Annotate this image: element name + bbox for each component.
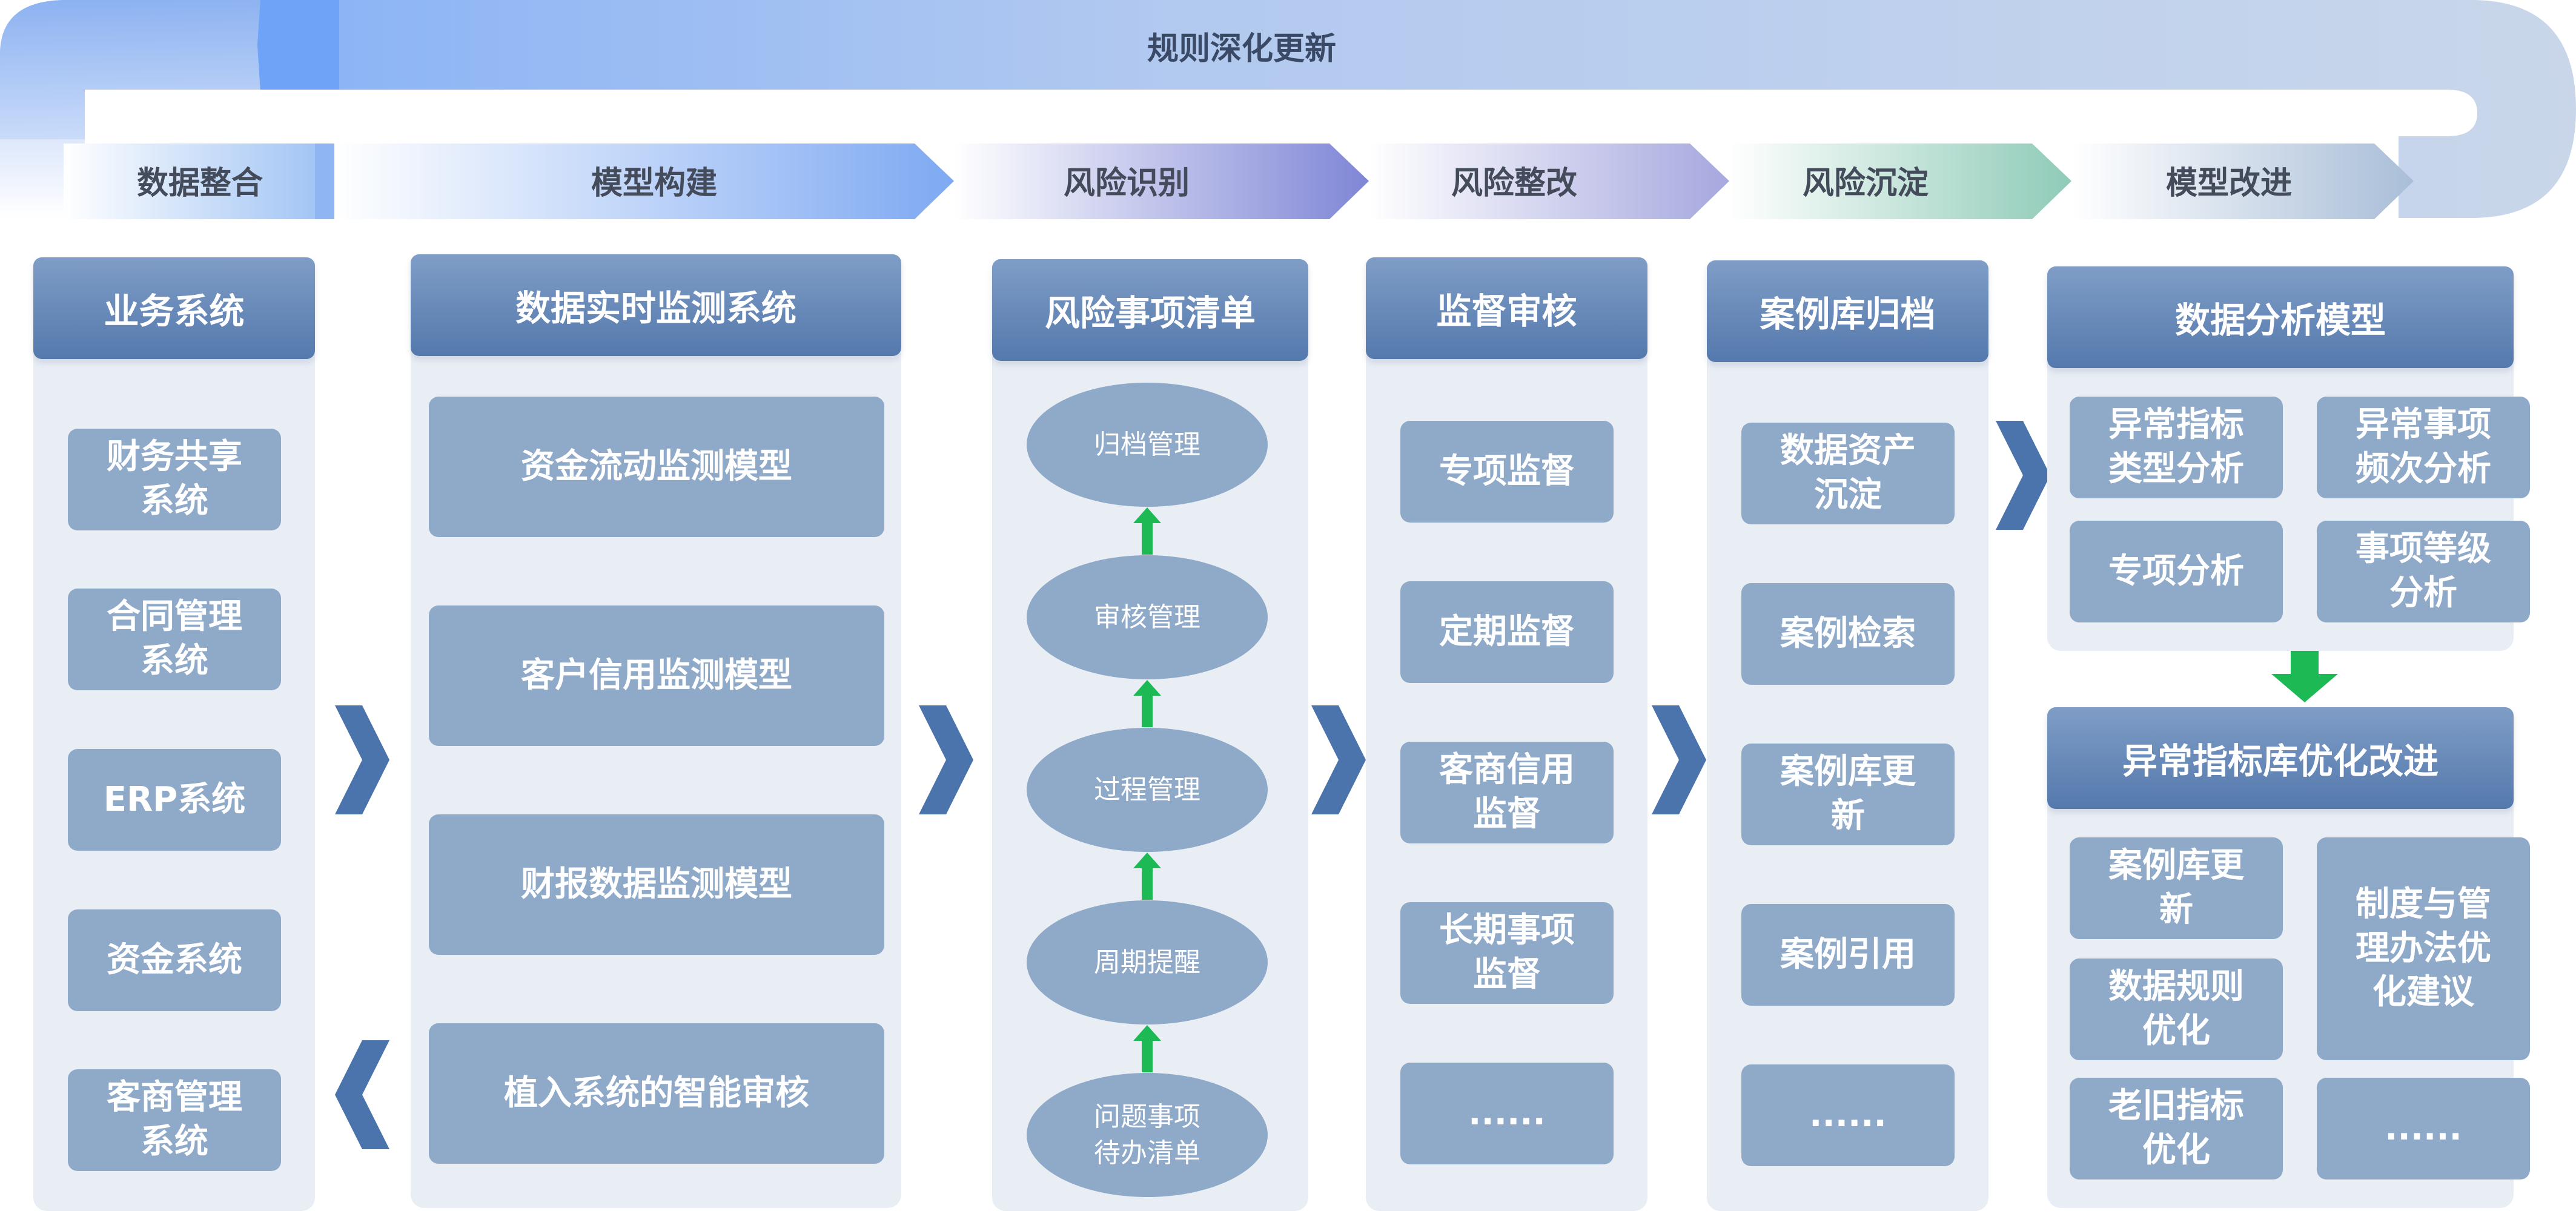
- ellipse-process-management: 过程管理: [1027, 728, 1268, 852]
- card-special-supervision: 专项监督: [1400, 421, 1614, 523]
- column-header-supervision: 监督审核: [1366, 257, 1647, 359]
- card-abnormal-event-frequency: 异常事项 频次分析: [2317, 397, 2530, 498]
- card-erp-system: ERP系统: [68, 749, 281, 851]
- card-data-rule-optimization: 数据规则 优化: [2070, 958, 2283, 1060]
- card-event-level-analysis: 事项等级 分析: [2317, 521, 2530, 622]
- card-abnormal-indicator-type: 异常指标 类型分析: [2070, 397, 2283, 498]
- card-fund-flow-model: 资金流动监测模型: [429, 397, 884, 537]
- column-header-case-archive: 案例库归档: [1707, 260, 1988, 362]
- card-policy-optimization: 制度与管 理办法优 化建议: [2317, 837, 2530, 1060]
- ellipse-pending-issues: 问题事项 待办清单: [1027, 1073, 1268, 1197]
- card-ellipsis: ......: [2317, 1078, 2530, 1179]
- card-case-citation: 案例引用: [1741, 904, 1955, 1006]
- card-customer-credit-model: 客户信用监测模型: [429, 605, 884, 746]
- ellipse-review-management: 审核管理: [1027, 555, 1268, 679]
- chevron-right-icon: [1311, 705, 1366, 814]
- arrow-up-icon: [1133, 853, 1161, 900]
- card-customer-management-system: 客商管理 系统: [68, 1069, 281, 1171]
- chevron-right-icon: [335, 705, 389, 814]
- arrow-down-icon: [2271, 651, 2338, 702]
- loop-title: 规则深化更新: [1147, 30, 1336, 67]
- card-periodic-supervision: 定期监督: [1400, 581, 1614, 683]
- card-ellipsis: ......: [1741, 1064, 1955, 1166]
- arrow-up-icon: [1133, 680, 1161, 727]
- arrow-up-icon: [1133, 507, 1161, 555]
- stage-banner: [64, 144, 2414, 219]
- card-ellipsis: ......: [1400, 1063, 1614, 1164]
- arrow-up-icon: [1133, 1025, 1161, 1072]
- card-finance-shared-system: 财务共享 系统: [68, 429, 281, 530]
- chevron-right-icon: [919, 705, 973, 814]
- stage-risk-rectification: 风险整改: [1451, 165, 1577, 202]
- column-header-indicator-optimization: 异常指标库优化改进: [2047, 707, 2514, 809]
- column-header-risk-list: 风险事项清单: [992, 259, 1308, 361]
- card-financial-report-model: 财报数据监测模型: [429, 814, 884, 955]
- column-header-business-systems: 业务系统: [33, 257, 315, 359]
- chevron-right-icon: [1996, 421, 2050, 530]
- column-header-data-analysis: 数据分析模型: [2047, 266, 2514, 368]
- card-case-search: 案例检索: [1741, 583, 1955, 685]
- card-old-indicator-optimization: 老旧指标 优化: [2070, 1078, 2283, 1179]
- stage-model-improvement: 模型改进: [2165, 165, 2292, 202]
- card-case-library-update-2: 案例库更 新: [2070, 837, 2283, 939]
- stage-model-building: 模型构建: [591, 165, 717, 202]
- card-fund-system: 资金系统: [68, 909, 281, 1011]
- card-customer-credit-supervision: 客商信用 监督: [1400, 742, 1614, 843]
- card-long-term-supervision: 长期事项 监督: [1400, 902, 1614, 1004]
- card-case-library-update: 案例库更 新: [1741, 744, 1955, 845]
- column-header-realtime-monitoring: 数据实时监测系统: [411, 254, 901, 356]
- ellipse-archive-management: 归档管理: [1027, 383, 1268, 507]
- stage-risk-precipitation: 风险沉淀: [1802, 165, 1929, 202]
- card-smart-audit: 植入系统的智能审核: [429, 1023, 884, 1164]
- ellipse-period-reminder: 周期提醒: [1027, 900, 1268, 1024]
- card-contract-management-system: 合同管理 系统: [68, 589, 281, 690]
- card-data-asset: 数据资产 沉淀: [1741, 423, 1955, 524]
- stage-data-integration: 数据整合: [136, 165, 263, 202]
- stage-risk-identification: 风险识别: [1063, 165, 1190, 202]
- card-special-analysis: 专项分析: [2070, 521, 2283, 622]
- chevron-right-icon: [1652, 705, 1706, 814]
- chevron-left-icon: [335, 1040, 389, 1149]
